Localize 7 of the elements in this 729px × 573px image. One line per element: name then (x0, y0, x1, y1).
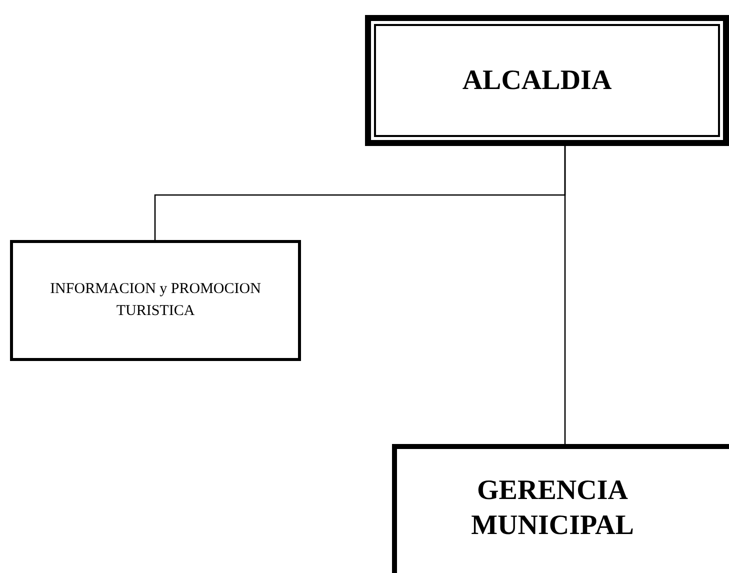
process-box (392, 444, 729, 573)
process-box (10, 240, 301, 361)
heading-text: GERENCIA MUNICIPAL (470, 474, 635, 543)
node-text: INFORMACION y PROMOCION TURISTICA (49, 280, 262, 320)
connector-line (564, 146, 566, 444)
heading-text: ALCALDIA (462, 64, 612, 96)
title-box (365, 15, 729, 146)
